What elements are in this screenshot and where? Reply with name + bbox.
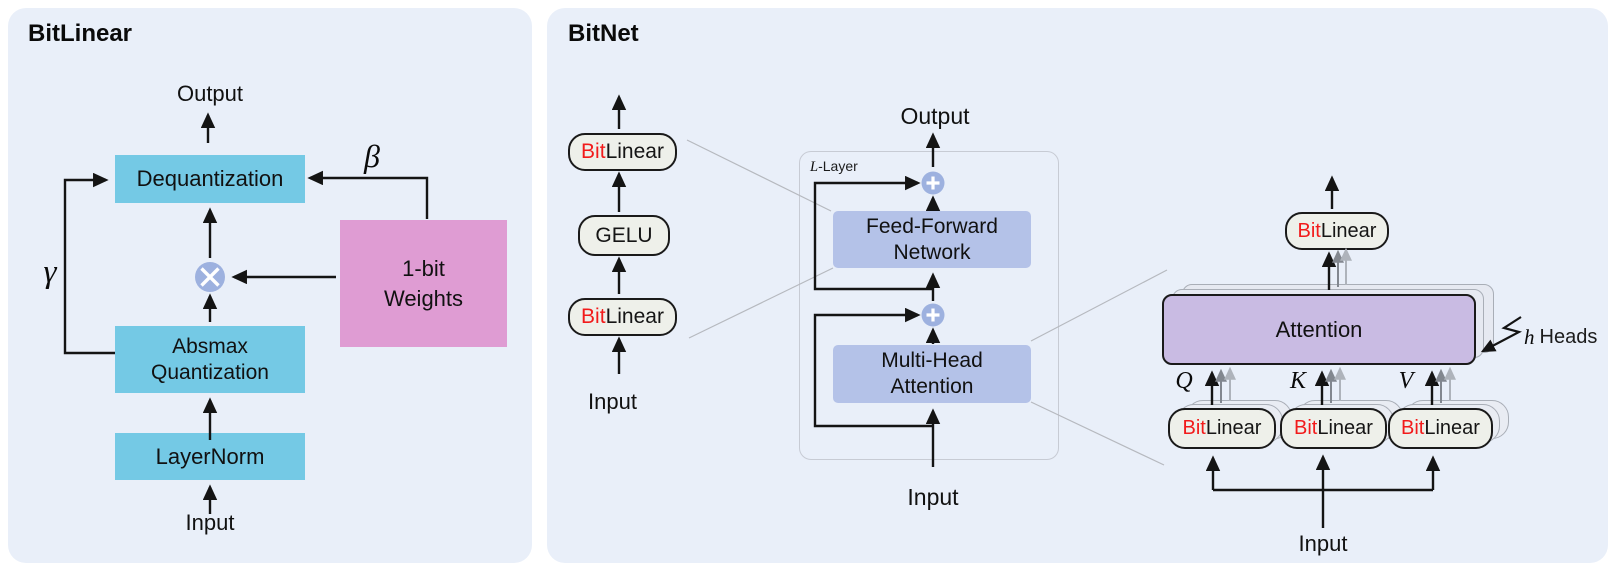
h-heads-rest: Heads bbox=[1539, 326, 1598, 348]
bitlinear-bit-text: Bit bbox=[581, 305, 606, 328]
bitlinear-linear-text: Linear bbox=[1317, 417, 1373, 439]
bitlinear-linear-text: Linear bbox=[605, 305, 664, 328]
gelu-pill: GELU bbox=[578, 215, 670, 256]
multi-head-attention-box: Multi-Head Attention bbox=[833, 345, 1031, 403]
bitlinear-bit-text: Bit bbox=[1182, 417, 1206, 439]
q-label: Q bbox=[1175, 368, 1193, 394]
bitlinear-linear-text: Linear bbox=[605, 140, 664, 163]
absmax-line-1: Absmax bbox=[172, 334, 248, 358]
bitlinear-linear-text: Linear bbox=[1320, 219, 1377, 242]
weights-line-2: Weights bbox=[383, 285, 464, 311]
mha-line-1: Multi-Head bbox=[881, 349, 983, 372]
ffn-stack-input-label: Input bbox=[588, 389, 637, 414]
ffn-line-1: Feed-Forward bbox=[866, 214, 998, 238]
bitlinear-bit-text: Bit bbox=[1294, 417, 1318, 439]
bitlinear-input-label: Input bbox=[185, 510, 235, 535]
v-label: V bbox=[1398, 368, 1414, 394]
k-label: K bbox=[1289, 368, 1306, 394]
absmax-line-2: Quantization bbox=[151, 360, 269, 384]
layernorm-box: LayerNorm bbox=[115, 433, 305, 480]
gamma-symbol: γ bbox=[43, 253, 57, 290]
h-heads-h: h bbox=[1524, 325, 1535, 349]
bitlinear-bit-text: Bit bbox=[1297, 219, 1321, 242]
beta-symbol: β bbox=[364, 137, 380, 174]
l-layer-box bbox=[799, 151, 1059, 460]
bitlinear-output-label: Output bbox=[176, 81, 244, 106]
weights-line-1: 1-bit bbox=[402, 255, 445, 281]
bitnet-panel-title: BitNet bbox=[568, 20, 639, 47]
layer-output-label: Output bbox=[900, 103, 970, 129]
l-layer-rest: -Layer bbox=[818, 158, 858, 174]
dequantization-box: Dequantization bbox=[115, 155, 305, 203]
bitlinear-bit-text: Bit bbox=[1401, 417, 1425, 439]
layer-input-label: Input bbox=[907, 484, 959, 510]
feed-forward-network-box: Feed-Forward Network bbox=[833, 211, 1031, 268]
mha-line-2: Attention bbox=[890, 375, 974, 398]
bitlinear-panel-title: BitLinear bbox=[28, 20, 133, 47]
absmax-quantization-box: Absmax Quantization bbox=[115, 326, 305, 393]
ffn-line-2: Network bbox=[893, 240, 971, 264]
attention-box: Attention bbox=[1162, 294, 1476, 365]
one-bit-weights-box: 1-bit Weights bbox=[340, 220, 507, 347]
attention-input-label: Input bbox=[1298, 531, 1348, 556]
l-layer-l: L bbox=[810, 159, 819, 175]
bitlinear-bit-text: Bit bbox=[581, 140, 606, 163]
l-layer-label: L-Layer bbox=[810, 158, 858, 176]
bitlinear-linear-text: Linear bbox=[1424, 417, 1480, 439]
bitlinear-linear-text: Linear bbox=[1205, 417, 1262, 439]
